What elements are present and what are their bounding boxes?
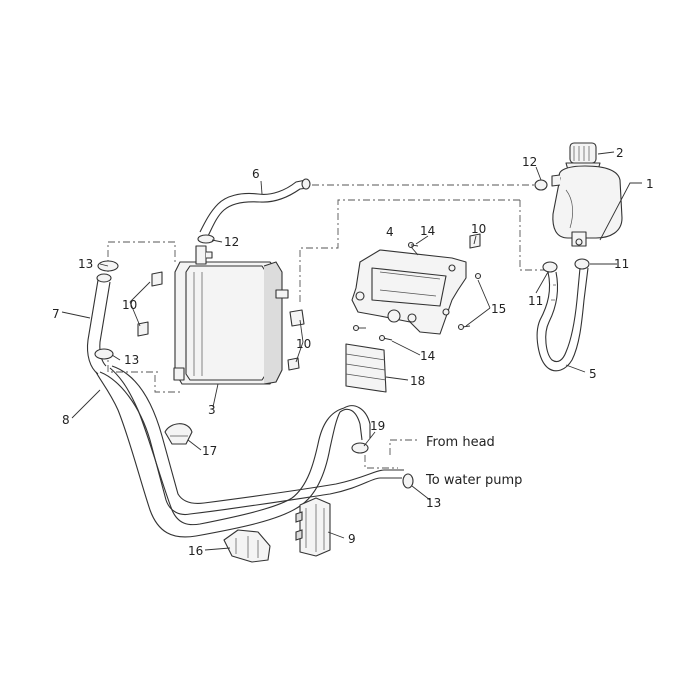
callout-16: 16	[188, 544, 203, 558]
assembly-lines	[107, 184, 545, 469]
hose-clamp	[534, 166, 548, 191]
callout-11-right: 11	[614, 257, 629, 271]
radiator-left-hose	[86, 273, 112, 375]
callout-2: 2	[616, 146, 624, 160]
callout-12-radiator: 12	[224, 235, 239, 249]
callout-17: 17	[202, 444, 217, 458]
callout-6: 6	[252, 167, 260, 181]
expansion-tank	[551, 165, 623, 247]
callout-14-lower: 14	[420, 349, 435, 363]
radiator	[173, 245, 289, 385]
hose-clip	[164, 423, 193, 445]
hose-clamps-11	[542, 258, 590, 273]
callout-13-upper: 13	[78, 257, 93, 271]
callout-5: 5	[589, 367, 597, 381]
radiator-lower-hose	[95, 365, 404, 538]
flow-notes: From head To water pump	[425, 435, 522, 488]
radiator-guard	[345, 343, 387, 393]
note-from-head: From head	[426, 435, 495, 450]
callout-19: 19	[370, 419, 385, 433]
callout-14-upper: 14	[420, 224, 435, 238]
leader-lines	[61, 151, 642, 551]
callout-3: 3	[208, 403, 216, 417]
screws	[352, 241, 482, 342]
callout-12-tank: 12	[522, 155, 537, 169]
callout-4: 4	[386, 225, 394, 239]
callout-7: 7	[52, 307, 60, 321]
hose-clamp	[197, 234, 215, 244]
hose-holder	[223, 529, 271, 563]
callout-10-bracket: 10	[471, 222, 486, 236]
callout-13-mid: 13	[124, 353, 139, 367]
callout-10-left: 10	[122, 298, 137, 312]
callout-18: 18	[410, 374, 425, 388]
callout-11-left: 11	[528, 294, 543, 308]
callout-10-right: 10	[296, 337, 311, 351]
callout-13-lower: 13	[426, 496, 441, 510]
radiator-upper-hose	[199, 178, 311, 237]
radiator-support-bracket	[351, 249, 467, 335]
hose-guard	[295, 497, 331, 557]
callout-labels: 1 2 12 6 12 4 14 10 15 14 18 11 11 5 13 …	[52, 146, 654, 558]
callout-9: 9	[348, 532, 356, 546]
callout-15: 15	[491, 302, 506, 316]
note-to-water-pump: To water pump	[425, 473, 522, 488]
expansion-tank-hose	[536, 267, 589, 372]
callout-8: 8	[62, 413, 70, 427]
callout-1: 1	[646, 177, 654, 191]
